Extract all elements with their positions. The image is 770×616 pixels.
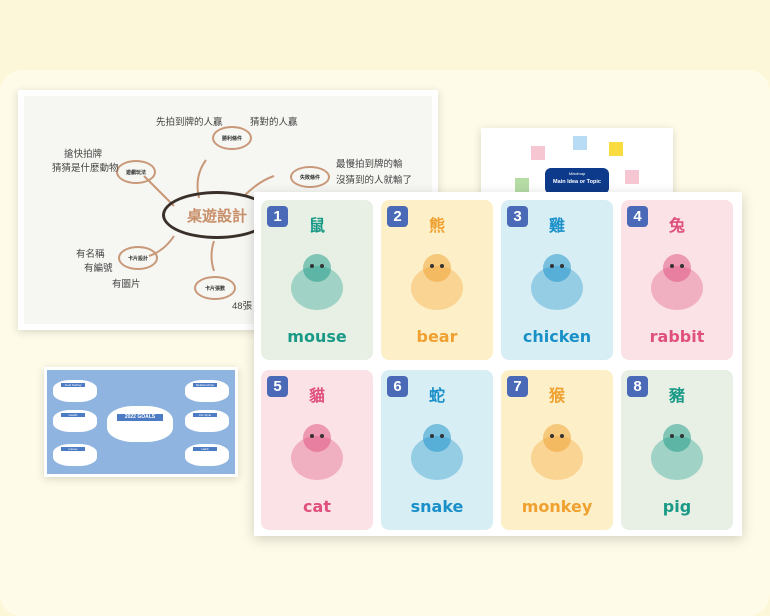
- card-chinese-name: 熊: [428, 218, 445, 235]
- card-english-name: chicken: [522, 327, 592, 346]
- mindmap-text: 猜對的人贏: [250, 117, 298, 128]
- mindmap-node: 遊戲玩法: [116, 160, 156, 184]
- card-chinese-name: 雞: [548, 218, 565, 235]
- animal-card-monkey[interactable]: 7 猴 monkey: [501, 370, 613, 530]
- card-number: 4: [627, 206, 648, 227]
- card-english-name: rabbit: [649, 327, 705, 346]
- animal-card-bear[interactable]: 2 熊 bear: [381, 200, 493, 360]
- animal-card-mouse[interactable]: 1 鼠 mouse: [261, 200, 373, 360]
- sticky-note: [515, 178, 529, 192]
- card-english-name: snake: [410, 497, 464, 516]
- mindmap-text: 48張: [232, 301, 253, 312]
- mindmap-node: 卡片張數: [194, 276, 236, 300]
- card-english-name: cat: [303, 497, 331, 516]
- goal-branch: Career: [61, 447, 85, 451]
- card-chinese-name: 蛇: [428, 388, 445, 405]
- sticky-note: [609, 142, 623, 156]
- card-number: 7: [507, 376, 528, 397]
- goal-branch: Habit: [193, 447, 217, 451]
- snake-illustration: [411, 424, 463, 480]
- bear-illustration: [411, 254, 463, 310]
- animal-card-rabbit[interactable]: 4 兔 rabbit: [621, 200, 733, 360]
- goal-branch: Relationships: [193, 383, 217, 387]
- monkey-illustration: [531, 424, 583, 480]
- mindmap-text: 搶快拍牌: [64, 149, 103, 160]
- animal-card-cat[interactable]: 5 貓 cat: [261, 370, 373, 530]
- script-label: Mindmap: [568, 171, 586, 176]
- card-chinese-name: 鼠: [308, 218, 325, 235]
- mouse-illustration: [291, 254, 343, 310]
- mindmap-text: 有圖片: [112, 279, 141, 290]
- goals-title: 2022 GOALS: [117, 414, 163, 421]
- card-number: 3: [507, 206, 528, 227]
- card-number: 8: [627, 376, 648, 397]
- animal-card-chicken[interactable]: 3 雞 chicken: [501, 200, 613, 360]
- animal-card-pig[interactable]: 8 豬 pig: [621, 370, 733, 530]
- card-english-name: monkey: [521, 497, 593, 516]
- cat-illustration: [291, 424, 343, 480]
- sticky-note: [573, 136, 587, 150]
- goal-branch: Goal Setting: [61, 383, 85, 387]
- card-chinese-name: 猴: [548, 388, 565, 405]
- mindmap-text: 有名稱: [76, 249, 105, 260]
- card-english-name: mouse: [287, 327, 347, 346]
- card-number: 1: [267, 206, 288, 227]
- mindmap-node: 勝利條件: [212, 126, 252, 150]
- card-number: 2: [387, 206, 408, 227]
- sticky-note: [625, 170, 639, 184]
- card-english-name: pig: [662, 497, 692, 516]
- mindmap-text: 沒猜到的人就輸了: [336, 175, 413, 186]
- card-english-name: bear: [416, 327, 458, 346]
- card-chinese-name: 兔: [668, 218, 685, 235]
- card-number: 6: [387, 376, 408, 397]
- chicken-illustration: [531, 254, 583, 310]
- mindmap-text: 有編號: [84, 263, 113, 274]
- rabbit-illustration: [651, 254, 703, 310]
- goal-branch: Health: [61, 413, 85, 417]
- mindmap-node: 失敗條件: [290, 166, 330, 188]
- cloud: [107, 406, 173, 442]
- goal-branch: Life Style: [193, 413, 217, 417]
- mindmap-text: 先拍到牌的人贏: [156, 117, 223, 128]
- card-chinese-name: 貓: [308, 388, 325, 405]
- card-number: 5: [267, 376, 288, 397]
- animal-card-snake[interactable]: 6 蛇 snake: [381, 370, 493, 530]
- mindmap-text: 最慢拍到牌的輸: [336, 159, 403, 170]
- mindmap-text: 猜猜是什麼動物: [52, 163, 119, 174]
- mindmap-node: 卡片設計: [118, 246, 158, 270]
- pig-illustration: [651, 424, 703, 480]
- goals-thumbnail[interactable]: 2022 GOALS Goal Setting Health Career Re…: [44, 367, 238, 477]
- card-chinese-name: 豬: [668, 388, 685, 405]
- main-topic-label: Main Idea or Topic: [553, 179, 601, 185]
- sticky-note: [531, 146, 545, 160]
